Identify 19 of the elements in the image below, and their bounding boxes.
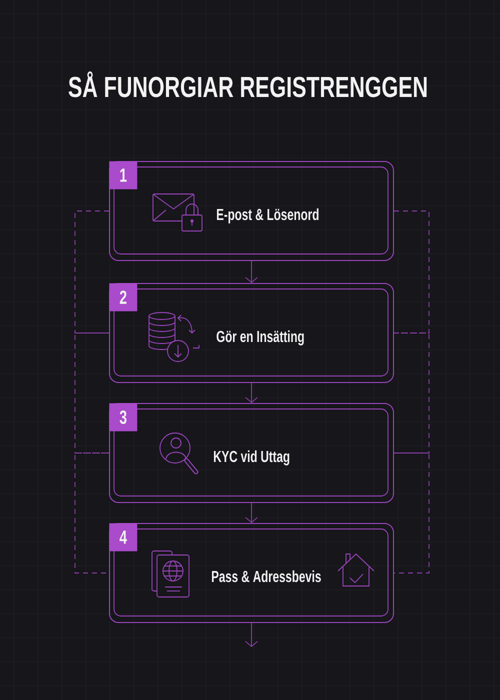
title: SÅ FUNORGIAR REGISTRENGGEN	[68, 71, 427, 98]
number-badge: 2	[109, 283, 138, 312]
step-label: Pass & Adressbevis	[212, 570, 321, 582]
step-label: KYC vid Uttag	[214, 450, 290, 466]
connector-line	[74, 210, 110, 334]
connector-line	[74, 332, 110, 454]
arrow	[245, 502, 258, 523]
step-label: E-post & Lösenord	[216, 208, 318, 224]
arrow	[245, 622, 258, 648]
arrow	[245, 382, 258, 403]
connector-line	[394, 210, 430, 334]
connector-line	[394, 332, 430, 454]
connector-line	[394, 452, 430, 574]
arrow	[245, 260, 258, 283]
connector-line	[74, 452, 110, 574]
number-badge: 3	[109, 403, 138, 432]
number-badge: 4	[109, 523, 138, 552]
step-label: Gör en Insätting	[216, 330, 304, 346]
number-badge: 1	[109, 161, 138, 190]
